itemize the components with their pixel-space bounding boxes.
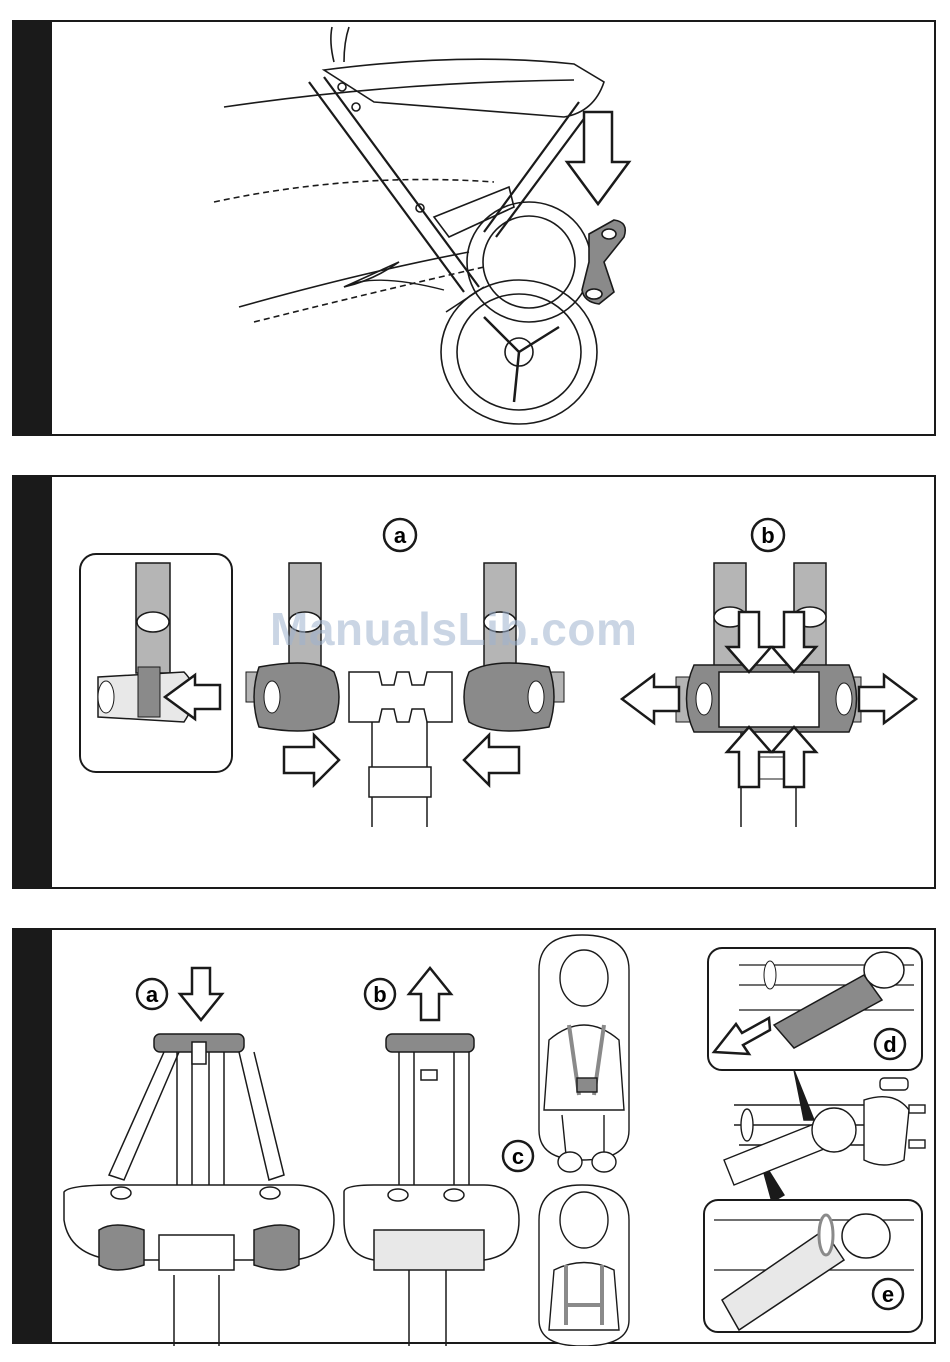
right-arrow-icon (284, 735, 339, 785)
down-arrow-icon (180, 968, 222, 1020)
inset-strap-detail (80, 554, 232, 772)
buckle-a-right (464, 563, 564, 785)
right-arrow-icon (859, 675, 916, 723)
step-a-label: a (146, 982, 159, 1007)
panel-brake (12, 20, 936, 436)
up-arrow-icon (409, 968, 451, 1020)
harness-illustration: a b (14, 930, 938, 1346)
child-back-view (539, 1185, 629, 1346)
strap-pad-detail-e: e (704, 1200, 922, 1332)
child-front-view (539, 935, 629, 1172)
step-b-label: b (373, 982, 386, 1007)
step-b-label: b (761, 523, 774, 548)
buckle-b-joined (622, 563, 916, 827)
left-arrow-icon (464, 735, 519, 785)
watermark: ManualsLib.com (270, 602, 637, 656)
harness-b (344, 1034, 519, 1346)
strap-pad-middle (724, 1070, 925, 1202)
step-a-label: a (394, 523, 407, 548)
buckle-a-left (246, 563, 339, 785)
panel-harness: a b (12, 928, 936, 1344)
strap-pad-detail-d: d (708, 948, 922, 1070)
harness-a (64, 1034, 334, 1346)
down-arrow-icon (567, 112, 629, 204)
step-d-label: d (883, 1032, 896, 1057)
step-e-label: e (882, 1282, 894, 1307)
step-c-label: c (512, 1144, 524, 1169)
buckle-illustration: a b (14, 477, 938, 891)
buckle-a-center (349, 672, 452, 827)
stroller-brake-illustration (14, 22, 938, 438)
panel-buckle: a b (12, 475, 936, 889)
left-arrow-icon (622, 675, 679, 723)
